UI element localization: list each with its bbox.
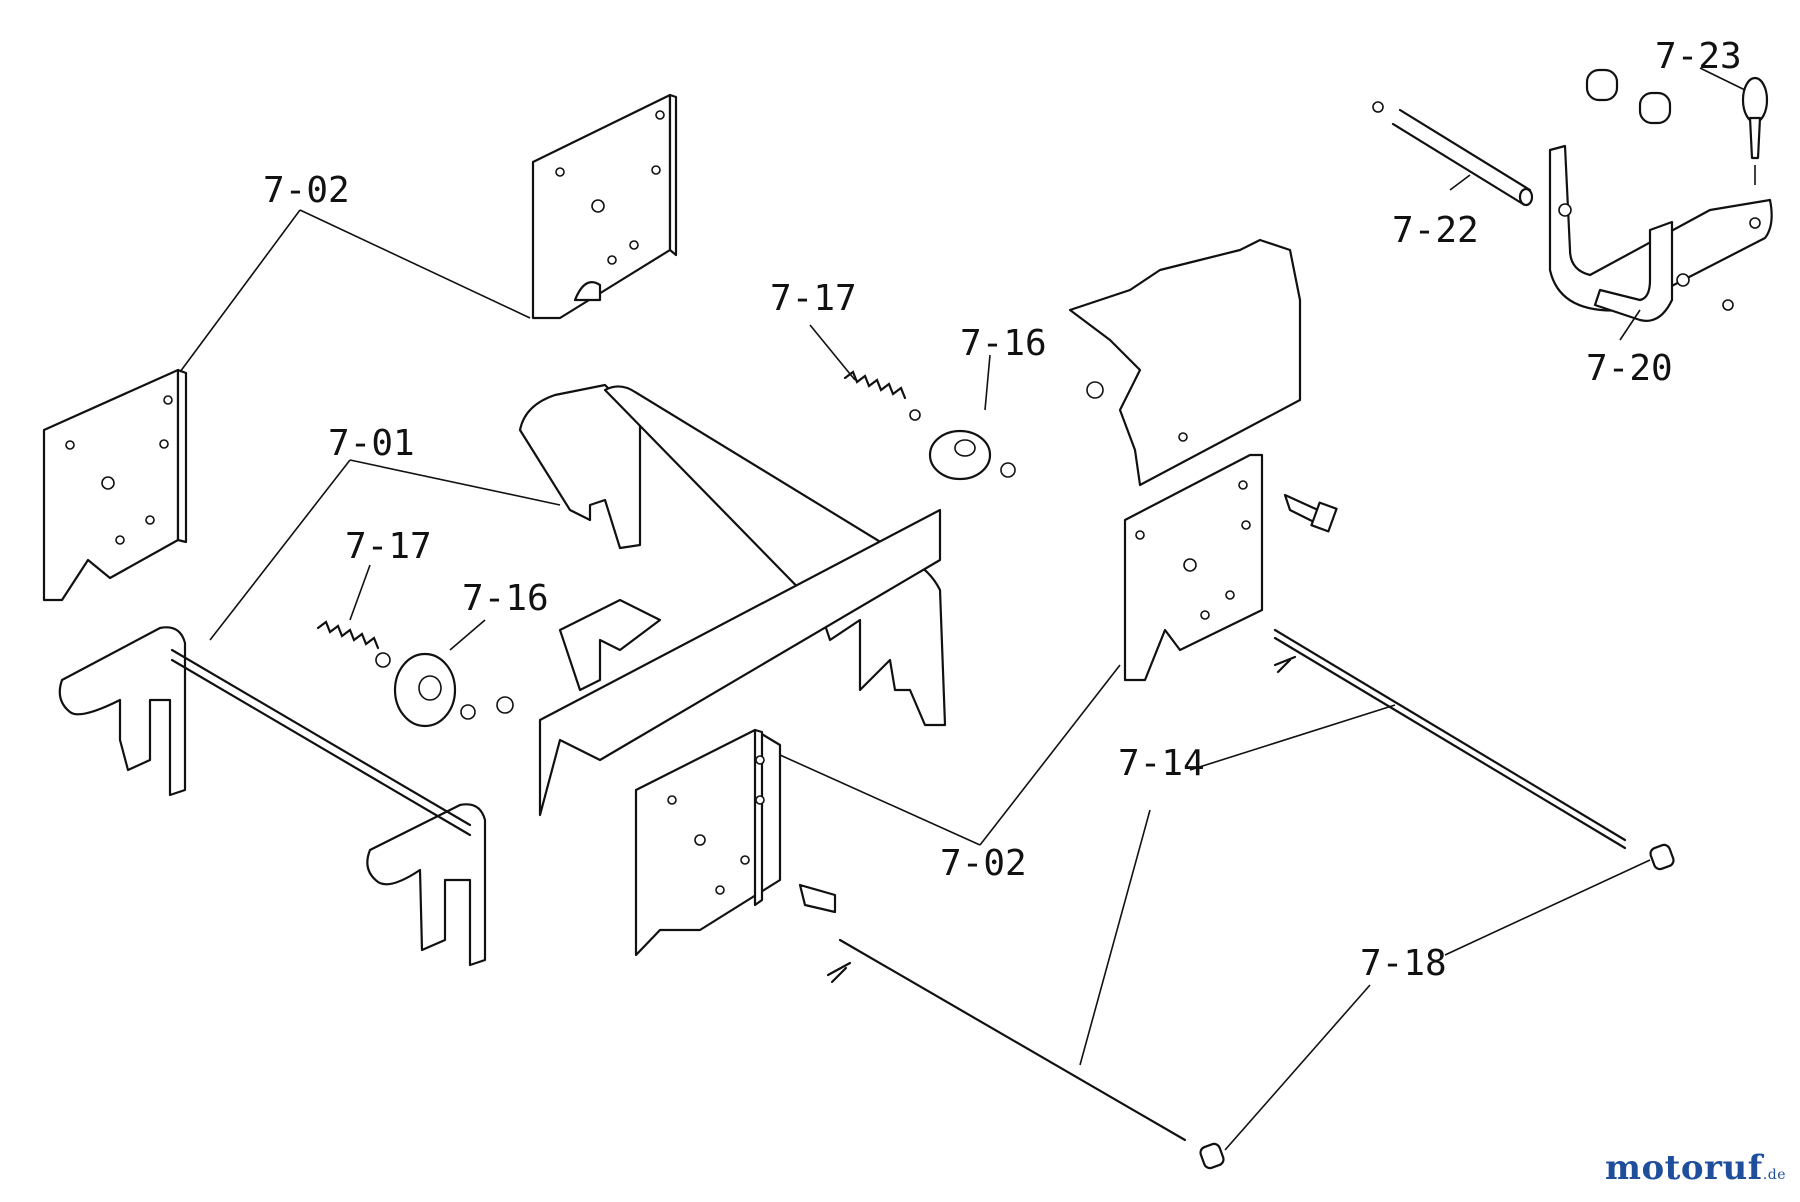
label-7-18: 7-18 (1360, 943, 1447, 984)
label-7-16-lower: 7-16 (462, 578, 549, 619)
rod-upper (1273, 628, 1627, 850)
spring-lower (316, 620, 391, 668)
label-7-02-top: 7-02 (263, 170, 350, 211)
hitch-pin (1372, 101, 1534, 207)
hitch-clip (1741, 76, 1769, 160)
label-7-22: 7-22 (1392, 210, 1479, 251)
hitch-frame (1548, 144, 1773, 322)
watermark-suffix: .de (1762, 1167, 1786, 1183)
rod-lower (798, 883, 1187, 1142)
label-7-17-upper: 7-17 (770, 278, 857, 319)
spring-upper (843, 370, 921, 421)
label-7-17-lower: 7-17 (345, 526, 432, 567)
bolt (1283, 493, 1338, 533)
watermark-logo: motoruf.de (1605, 1148, 1786, 1188)
mounting-plate-top (531, 93, 678, 320)
center-bracket (518, 383, 947, 817)
label-7-02-bottom: 7-02 (940, 843, 1027, 884)
leader-lines (179, 67, 1756, 1151)
label-7-20: 7-20 (1586, 348, 1673, 389)
hitch-bushings (1585, 68, 1672, 125)
cap-lower (1199, 1142, 1225, 1170)
label-7-16-upper: 7-16 (960, 323, 1047, 364)
watermark-brand: motoruf (1605, 1148, 1763, 1188)
mounting-plate-right (1123, 453, 1264, 682)
mounting-plate-left (42, 368, 188, 602)
roller-lower (393, 652, 514, 728)
label-7-23: 7-23 (1655, 36, 1742, 77)
frame-gusset (1068, 238, 1302, 487)
mounting-plate-bottom (634, 728, 782, 957)
axle-bracket-left (58, 626, 487, 967)
cap-upper (1649, 843, 1675, 871)
label-7-01: 7-01 (328, 423, 415, 464)
label-7-14: 7-14 (1118, 743, 1205, 784)
roller-upper (928, 429, 1016, 481)
